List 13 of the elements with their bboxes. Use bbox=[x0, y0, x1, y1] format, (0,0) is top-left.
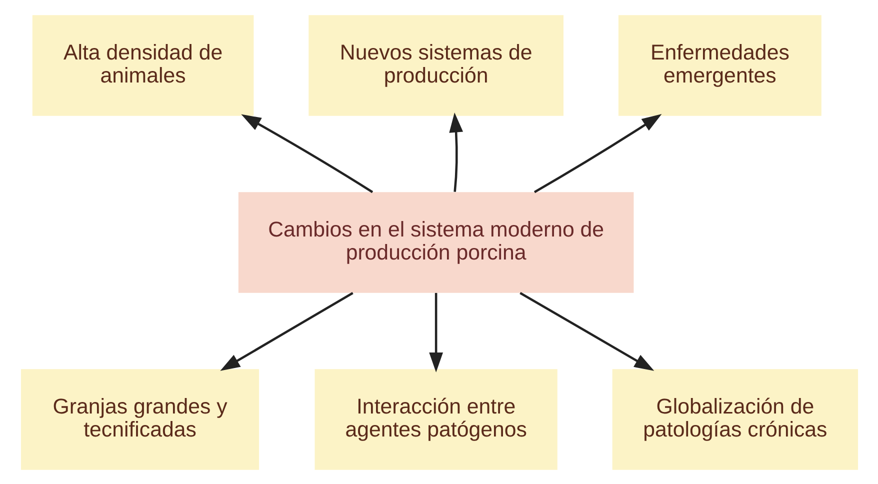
arrow bbox=[519, 291, 654, 370]
arrow bbox=[220, 291, 353, 370]
node-box: Nuevos sistemas de producción bbox=[308, 14, 563, 116]
node-box: Alta densidad de animales bbox=[32, 14, 254, 116]
node-box: Globalización de patologías crónicas bbox=[612, 368, 858, 470]
node-box: Granjas grandes y tecnificadas bbox=[20, 368, 259, 470]
arrow bbox=[240, 114, 373, 193]
node-box: Cambios en el sistema moderno de producción porcina bbox=[238, 192, 634, 292]
arrow bbox=[533, 114, 662, 193]
arrow bbox=[428, 292, 443, 372]
node-box: Enfermedades emergentes bbox=[618, 14, 821, 116]
node-box: Interacción entre agentes patógenos bbox=[314, 368, 557, 470]
arrow bbox=[448, 112, 463, 192]
